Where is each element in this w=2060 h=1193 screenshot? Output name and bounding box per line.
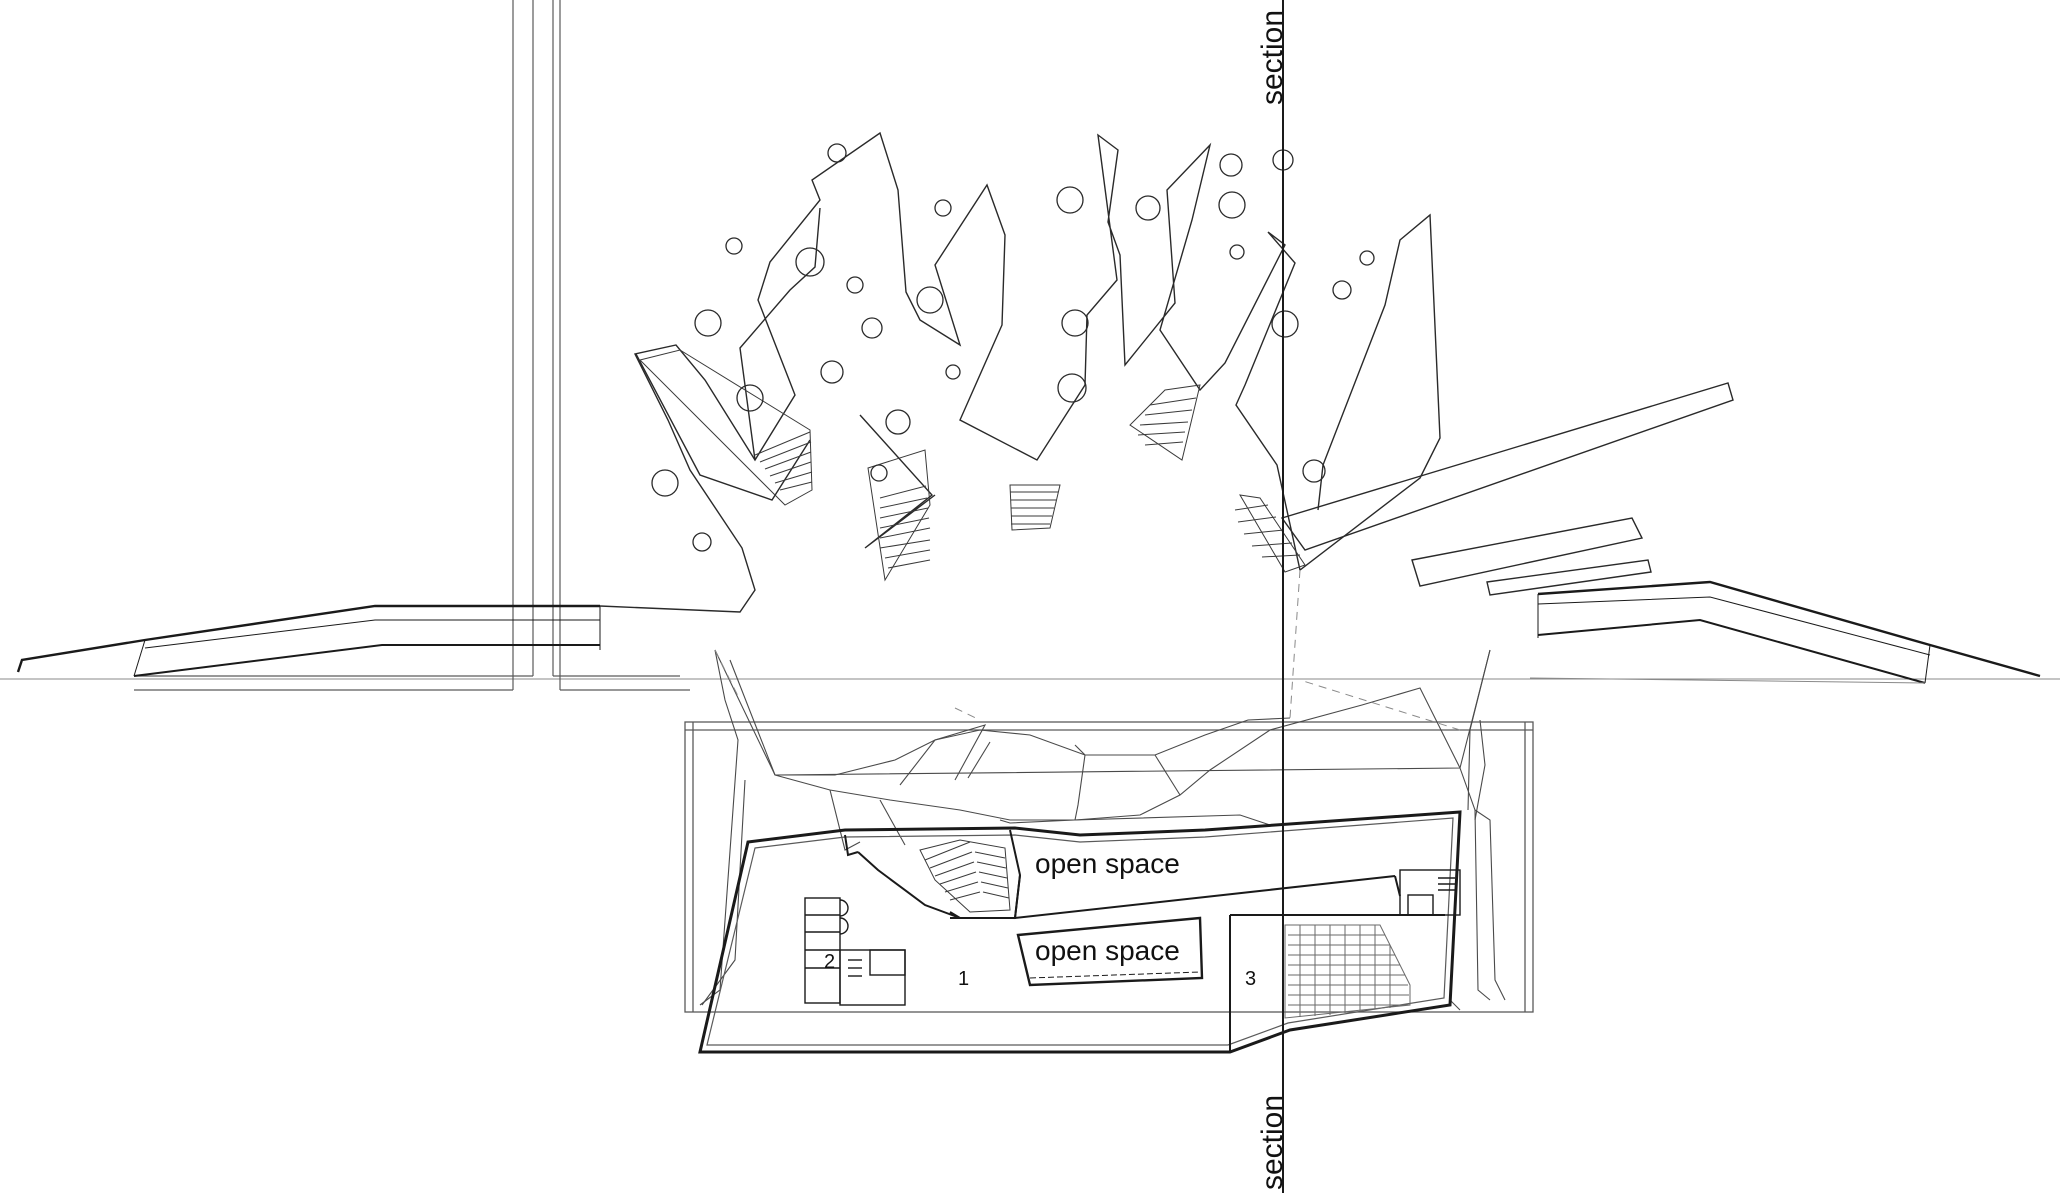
open-space-upper-label: open space	[1035, 848, 1180, 879]
toilet-block	[804, 897, 906, 1006]
service-core	[1399, 869, 1461, 916]
room-2-label: 2	[824, 951, 835, 973]
room-1-label: 1	[958, 968, 969, 990]
room-3-label: 3	[1245, 968, 1256, 990]
open-space-lower-label: open space	[1035, 935, 1180, 966]
site-boundary	[134, 0, 690, 691]
ramp-left	[16, 604, 601, 677]
section-label-bottom: section	[1256, 1095, 1289, 1190]
stair-hatching	[639, 349, 1306, 582]
courtyard-box	[684, 721, 1534, 1013]
projection-lines	[714, 569, 1461, 731]
interior-walls	[844, 829, 1445, 1052]
roof-fingers	[599, 131, 1734, 613]
ramp-right	[1529, 580, 2041, 684]
open-space-island	[1016, 916, 1204, 987]
auditorium-seating	[1284, 924, 1411, 1019]
building-outline	[698, 810, 1462, 1054]
trees	[651, 143, 1375, 552]
section-label-top: section	[1256, 10, 1289, 105]
interior-stair	[919, 839, 1011, 913]
